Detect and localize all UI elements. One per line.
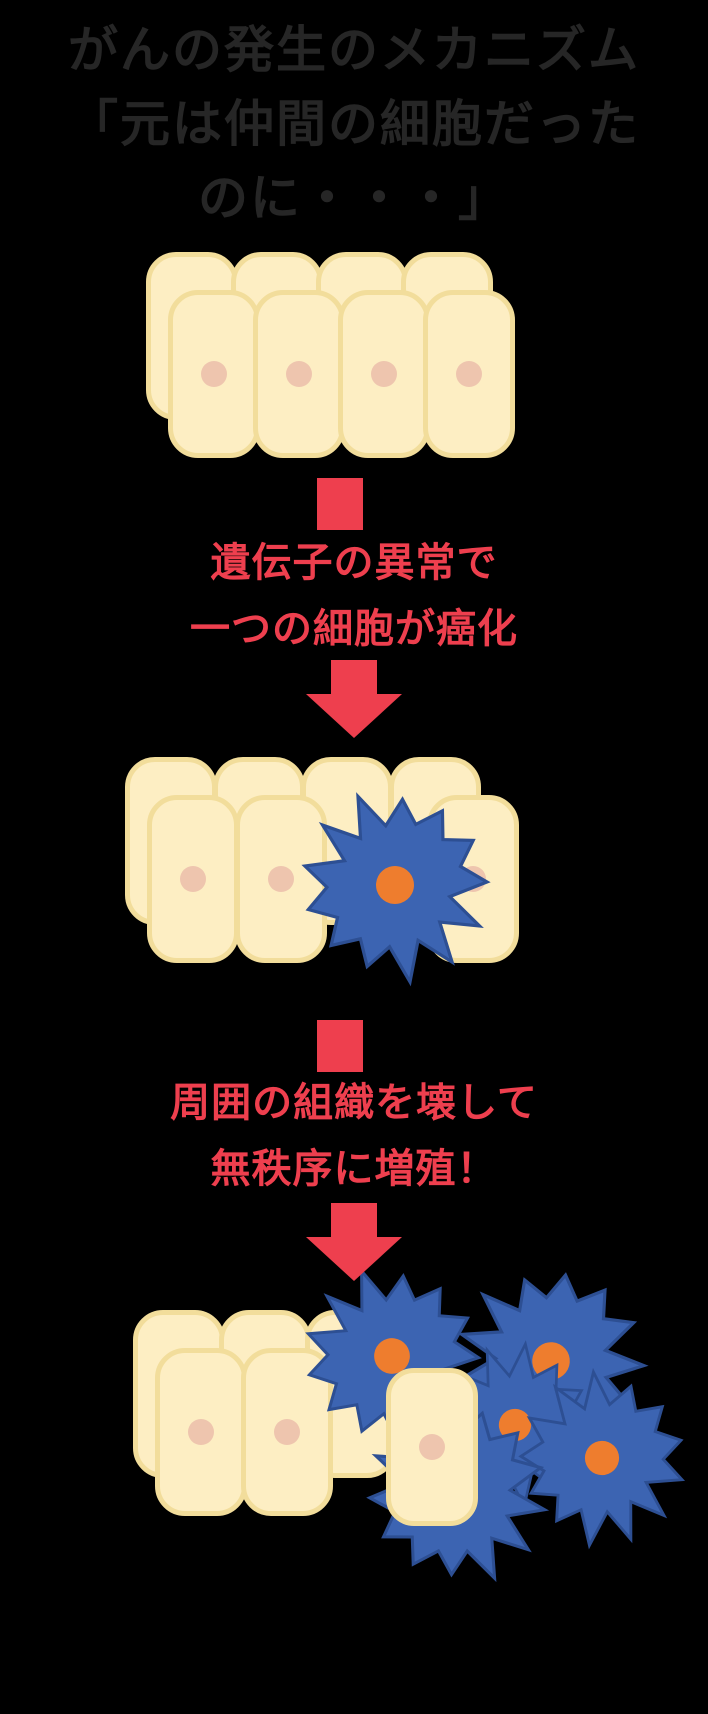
cell-nucleus bbox=[268, 866, 294, 892]
cancer-cell-nucleus bbox=[498, 1408, 532, 1442]
normal-cell bbox=[423, 290, 515, 458]
title-line-3: のに・・・」 bbox=[198, 170, 510, 226]
normal-cell bbox=[338, 290, 430, 458]
caption-step-2-line-2: 無秩序に増殖！ bbox=[210, 1147, 498, 1191]
cell-nucleus bbox=[286, 361, 312, 387]
cell-nucleus bbox=[201, 361, 227, 387]
cancer-cell bbox=[518, 1367, 686, 1550]
cancer-cell-nucleus bbox=[532, 1342, 570, 1380]
down-arrow-2 bbox=[0, 1203, 708, 1281]
cancer-cell-nucleus bbox=[376, 866, 414, 904]
title-line-1: がんの発生のメカニズム bbox=[68, 22, 640, 78]
cancer-cell bbox=[301, 792, 491, 987]
arrow-stem-segment-2 bbox=[317, 1020, 363, 1072]
cell-nucleus bbox=[188, 1419, 214, 1445]
arrow-stem-segment-1 bbox=[317, 478, 363, 530]
down-arrow-2-head bbox=[306, 1237, 402, 1281]
normal-cell bbox=[155, 1348, 247, 1516]
cell-nucleus bbox=[419, 1434, 445, 1460]
normal-cell bbox=[253, 290, 345, 458]
down-arrow-1-head bbox=[306, 694, 402, 738]
cancer-cell-nucleus bbox=[584, 1440, 620, 1476]
down-arrow-1 bbox=[0, 660, 708, 738]
cell-nucleus bbox=[180, 866, 206, 892]
caption-step-2-line-1: 周囲の組織を壊して bbox=[170, 1081, 538, 1125]
cancer-cell-nucleus bbox=[374, 1338, 410, 1374]
caption-step-2: 周囲の組織を壊して 無秩序に増殖！ bbox=[0, 1070, 708, 1202]
normal-cell bbox=[386, 1368, 478, 1526]
down-arrow-2-stem bbox=[331, 1203, 377, 1237]
normal-cell bbox=[147, 795, 239, 963]
cell-nucleus bbox=[371, 361, 397, 387]
cell-nucleus bbox=[274, 1419, 300, 1445]
caption-step-1: 遺伝子の異常で 一つの細胞が癌化 bbox=[0, 530, 708, 662]
down-arrow-1-stem bbox=[331, 660, 377, 694]
caption-step-1-line-2: 一つの細胞が癌化 bbox=[190, 607, 518, 651]
title-line-2: 「元は仲間の細胞だった bbox=[68, 96, 640, 152]
cancer-cell bbox=[305, 1266, 482, 1452]
normal-cell bbox=[235, 795, 327, 963]
normal-cell bbox=[168, 290, 260, 458]
page-title: がんの発生のメカニズム 「元は仲間の細胞だった のに・・・」 bbox=[0, 13, 708, 235]
cell-nucleus bbox=[456, 361, 482, 387]
caption-step-1-line-1: 遺伝子の異常で bbox=[210, 541, 498, 585]
